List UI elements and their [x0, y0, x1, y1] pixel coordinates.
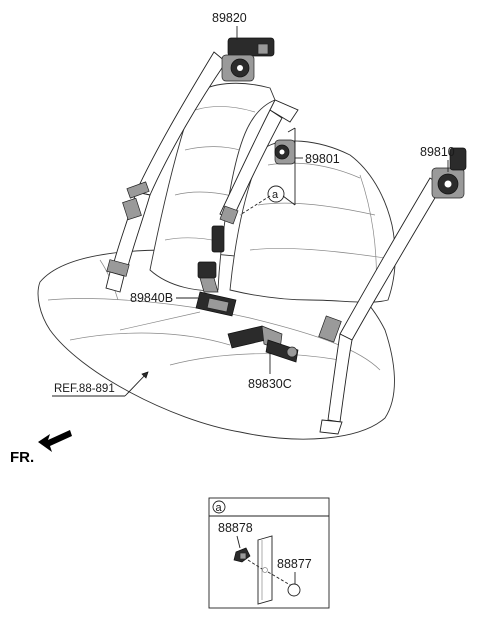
label-89810: 89810 [420, 145, 455, 159]
front-direction-indicator: FR. [10, 430, 72, 466]
label-89830c: 89830C [248, 377, 292, 391]
front-arrow-icon [38, 430, 72, 452]
buckle-89840b [195, 261, 237, 317]
label-89820: 89820 [212, 11, 247, 25]
left-seat-belt-assembly [105, 37, 275, 293]
center-seat-belt-assembly [211, 99, 299, 253]
label-ref-88-891: REF.88-891 [54, 383, 115, 395]
leader-lines [52, 26, 449, 397]
detail-inset-a: a 88878 88877 [208, 497, 330, 609]
seat-back-left [149, 82, 276, 291]
label-fr: FR. [10, 449, 34, 466]
right-seat-belt-assembly [318, 147, 467, 435]
inset-marker-a: a [216, 502, 223, 514]
callout-marker-a-text: a [272, 189, 279, 201]
label-88878: 88878 [218, 521, 253, 535]
callout-marker-a: a [267, 185, 285, 203]
buckle-89830c [227, 325, 299, 363]
label-89840b: 89840B [130, 291, 173, 305]
seat-back-right [229, 140, 396, 303]
label-89801: 89801 [305, 152, 340, 166]
label-88877: 88877 [277, 557, 312, 571]
